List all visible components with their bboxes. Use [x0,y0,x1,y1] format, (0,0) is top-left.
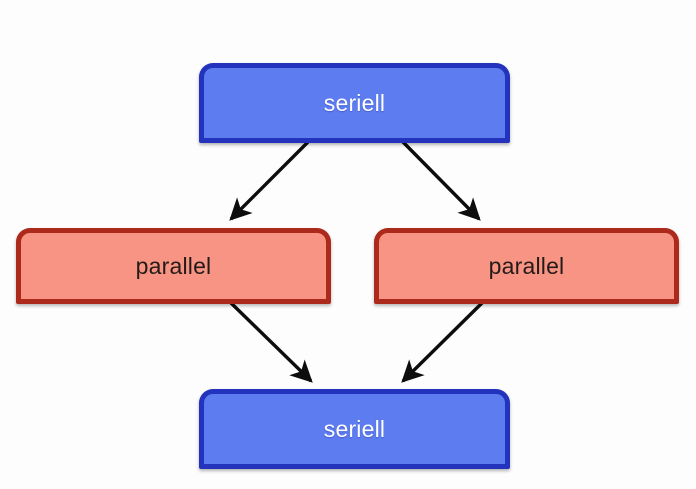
edge-top-to-parallel-right [401,140,481,221]
node-seriell-top-label: seriell [323,89,386,116]
node-parallel-right[interactable]: parallel [374,228,679,304]
node-parallel-left[interactable]: parallel [16,228,331,304]
edge-top-to-parallel-left [229,140,310,221]
node-seriell-bottom-label: seriell [323,415,386,442]
edge-parallel-left-to-bottom [229,301,313,383]
edge-parallel-right-to-bottom [401,301,484,383]
node-seriell-bottom[interactable]: seriell [199,389,510,469]
node-seriell-top[interactable]: seriell [199,63,510,143]
node-parallel-right-label: parallel [488,252,565,279]
node-parallel-left-label: parallel [135,252,212,279]
